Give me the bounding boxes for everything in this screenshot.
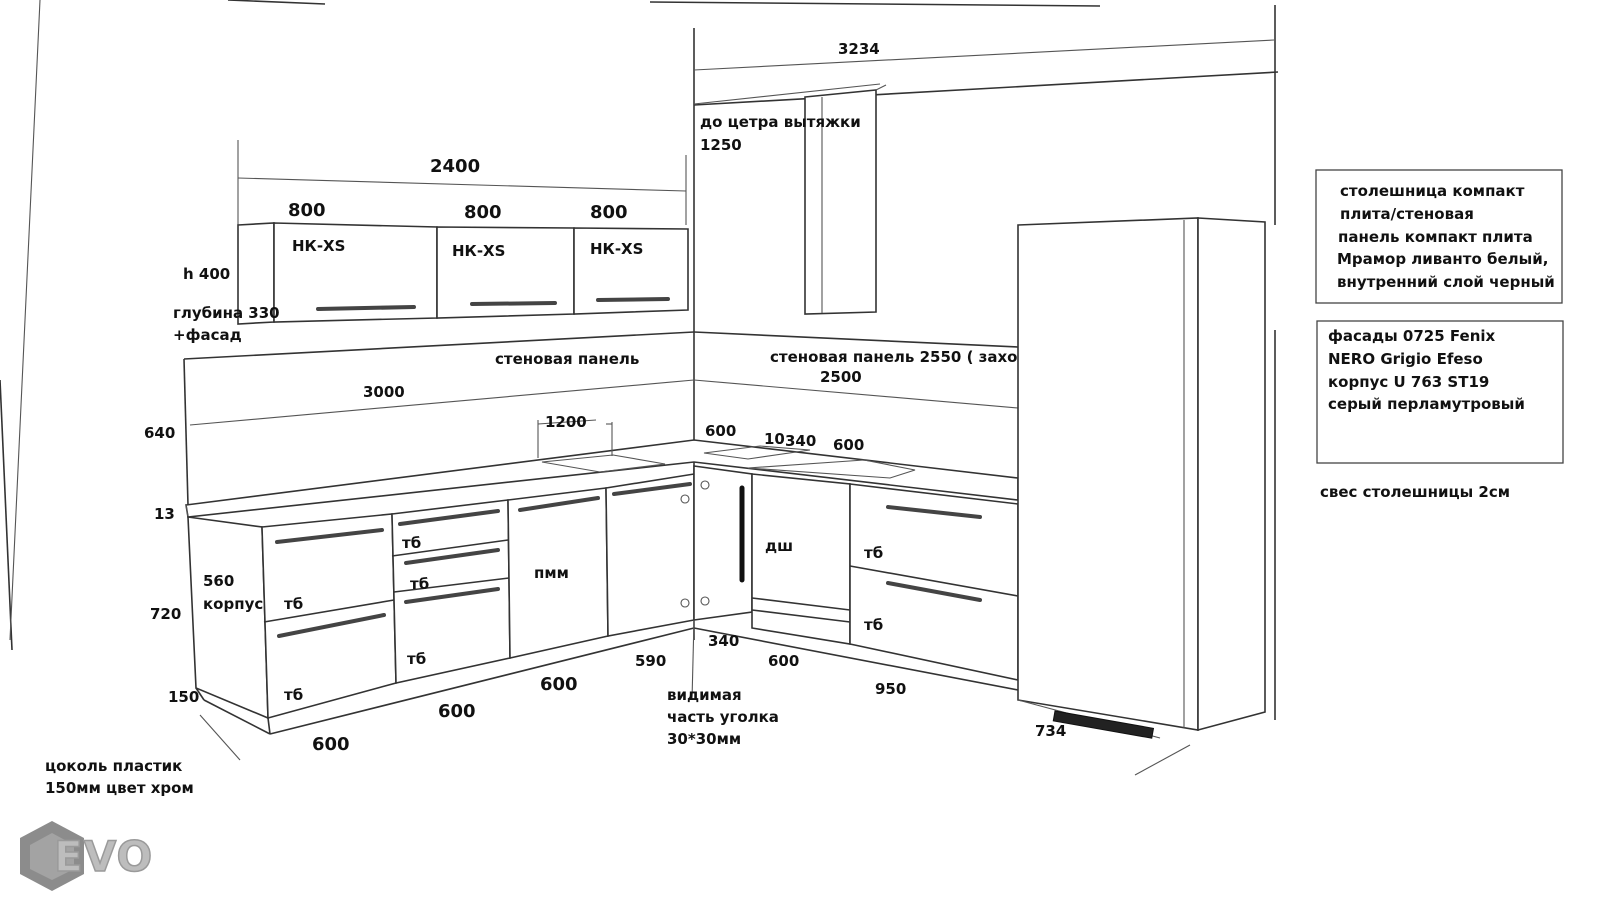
- logo-text: EVO: [54, 832, 153, 881]
- hood-center-value: 1250: [700, 136, 742, 154]
- module-upper-3: НК-XS: [590, 240, 643, 258]
- countertop: 1200 600 10 340 600 13: [154, 413, 1019, 523]
- dim-counter-right-3: 340: [785, 432, 816, 450]
- dim-bottom-corner: 590: [635, 652, 666, 670]
- module-tb-2: тб: [284, 686, 303, 704]
- legend-facade-line-3: корпус U 763 ST19: [1328, 373, 1489, 391]
- base-cabinets-left: тб тб тб тб тб пмм 560 корпус 720 150 60…: [150, 473, 695, 755]
- legend-countertop: столешница компакт плита/стеновая панель…: [1315, 169, 1563, 304]
- dim-counter-right-1: 600: [705, 422, 736, 440]
- module-upper-1: НК-XS: [292, 237, 345, 255]
- dim-plinth-height: 150: [168, 688, 199, 706]
- dim-upper-module-3: 800: [590, 202, 628, 223]
- base-cabinets-right: дш тб тб 340 600 950: [680, 465, 1019, 701]
- dim-counter-thickness: 13: [154, 505, 175, 523]
- dim-upper-width: 2400: [430, 156, 480, 177]
- dim-fridge-width: 734: [1035, 722, 1066, 740]
- dim-upper-module-1: 800: [288, 200, 326, 221]
- note-plinth-1: цоколь пластик: [45, 757, 182, 775]
- dim-panel-height: 640: [144, 424, 175, 442]
- dim-upper-module-2: 800: [464, 202, 502, 223]
- note-plinth-2: 150мм цвет хром: [45, 779, 194, 797]
- module-tb-6: тб: [864, 544, 883, 562]
- dim-bottom-1: 600: [312, 734, 350, 755]
- dim-base-height: 720: [150, 605, 181, 623]
- module-tb-3: тб: [402, 534, 421, 552]
- dim-panel-right: 2500: [820, 368, 862, 386]
- legend-countertop-line-1: столешница компакт: [1340, 182, 1525, 200]
- module-upper-2: НК-XS: [452, 242, 505, 260]
- evo-logo: EVO: [20, 821, 153, 891]
- module-dsh: дш: [765, 537, 793, 555]
- dim-bottom-2: 600: [438, 701, 476, 722]
- dim-upper-depth-1: глубина 330: [173, 304, 280, 322]
- range-hood: до цетра вытяжки 1250: [693, 83, 887, 315]
- dim-carcass-depth-2: корпус: [203, 595, 263, 613]
- dim-bottom-right-2: 600: [768, 652, 799, 670]
- dim-carcass-depth-1: 560: [203, 572, 234, 590]
- legend-countertop-line-5: внутренний слой черный: [1337, 273, 1555, 291]
- note-corner-3: 30*30мм: [667, 730, 741, 748]
- dim-counter-right-2: 10: [764, 430, 785, 448]
- note-corner-1: видимая: [667, 686, 742, 704]
- legend-facade-line-1: фасады 0725 Fenix: [1328, 327, 1496, 345]
- module-pmm: пмм: [534, 564, 569, 582]
- dim-total-top: 3234: [838, 40, 880, 58]
- dimension-total-top: 3234: [693, 39, 1275, 71]
- legend-countertop-line-4: Мрамор ливанто белый,: [1337, 250, 1548, 268]
- dim-bottom-right-1: 340: [708, 632, 739, 650]
- dim-bottom-right-3: 950: [875, 680, 906, 698]
- fridge: 734: [1017, 217, 1266, 740]
- legend-countertop-line-3: панель компакт плита: [1338, 228, 1533, 246]
- legend-facade: фасады 0725 Fenix NERO Grigio Efeso корп…: [1316, 320, 1564, 464]
- note-corner-2: часть уголка: [667, 708, 779, 726]
- legend-countertop-line-2: плита/стеновая: [1340, 205, 1474, 223]
- annotation-notes: видимая часть уголка 30*30мм цоколь плас…: [45, 483, 1510, 797]
- module-tb-4: тб: [410, 575, 429, 593]
- dim-counter-right-4: 600: [833, 436, 864, 454]
- hood-center-caption: до цетра вытяжки: [700, 113, 861, 131]
- module-tb-1: тб: [284, 595, 303, 613]
- note-overhang: свес столешницы 2см: [1320, 483, 1510, 501]
- module-tb-7: тб: [864, 616, 883, 634]
- dim-bottom-3: 600: [540, 674, 578, 695]
- legend-facade-line-4: серый перламутровый: [1328, 395, 1525, 413]
- legend-facade-line-2: NERO Grigio Efeso: [1328, 350, 1483, 368]
- dim-upper-height: h 400: [183, 265, 230, 283]
- upper-cabinets: 2400 800 800 800 НК-XS НК-XS НК-XS h 400…: [173, 140, 689, 344]
- dim-sink-offset: 1200: [545, 413, 587, 431]
- panel-left-caption: стеновая панель: [495, 350, 639, 368]
- dim-panel-left: 3000: [363, 383, 405, 401]
- dim-upper-depth-2: +фасад: [173, 326, 242, 344]
- room-walls: [0, 0, 1279, 776]
- module-tb-5: тб: [407, 650, 426, 668]
